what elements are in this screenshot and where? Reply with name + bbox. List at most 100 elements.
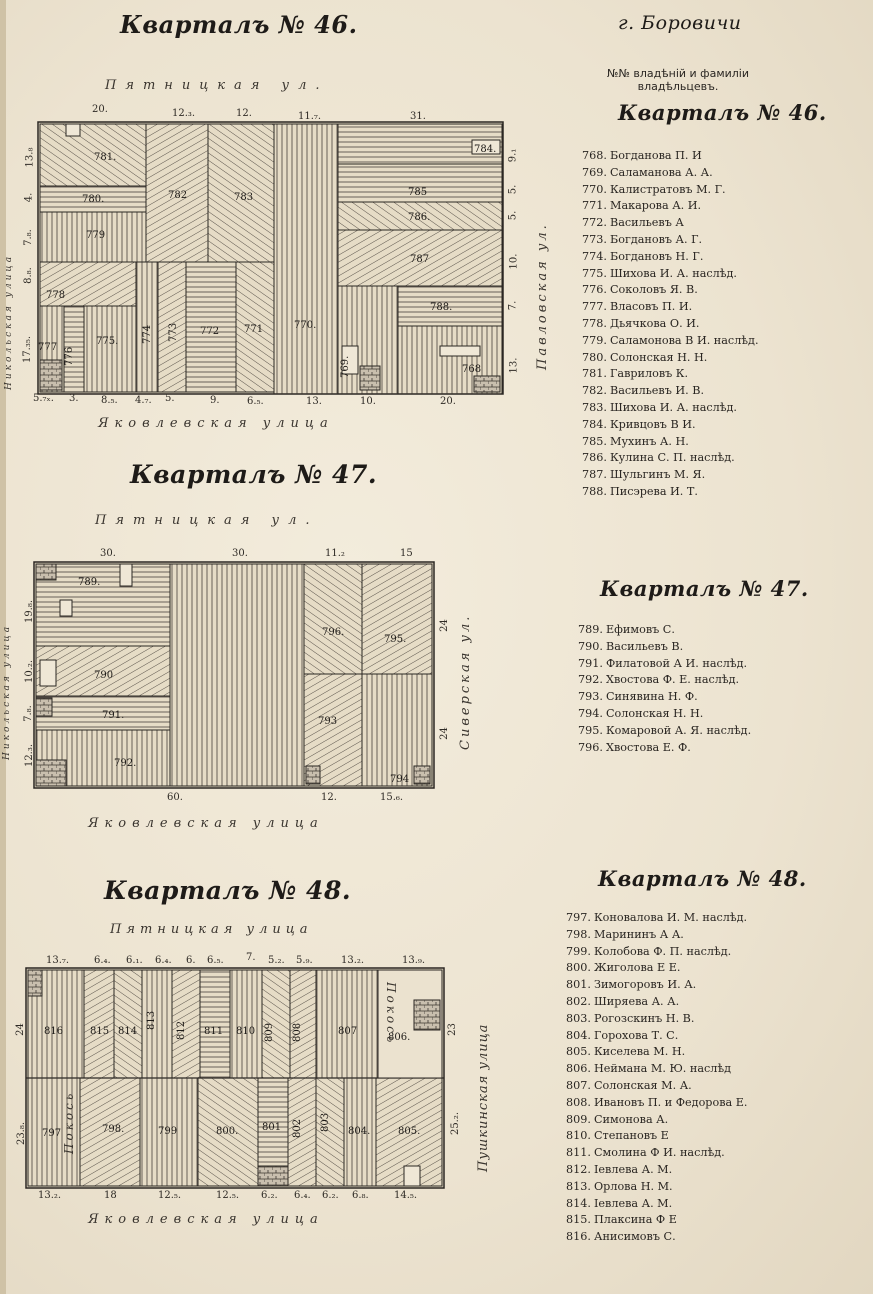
dim-bottom: 8.₅. (101, 395, 118, 406)
building (403, 1165, 421, 1187)
owner-list-item: 798.Марининъ А А. (566, 927, 747, 944)
block-47-street-bottom: Яковлевская улица (88, 816, 324, 831)
owner-list-item: 807.Солонская М. А. (566, 1078, 747, 1095)
owner-name: Кулина С. П. наслѣд. (610, 451, 735, 465)
owner-list-item: 779.Саламонова В И. наслѣд. (582, 333, 759, 350)
owner-list-item: 808.Ивановъ П. и Федорова Е. (566, 1095, 747, 1112)
owner-list-item: 797.Коновалова И. М. наслѣд. (566, 910, 747, 927)
owner-name: Горохова Т. С. (594, 1028, 679, 1042)
parcel-number: 791. (578, 656, 603, 670)
owner-list-item: 805.Киселева М. Н. (566, 1044, 747, 1061)
svg-text:790: 790 (94, 670, 113, 681)
block-48-road-left: Покось (62, 1090, 76, 1154)
dim-bottom: 13. (306, 396, 322, 407)
svg-text:769.: 769. (340, 356, 351, 378)
dim-top: 11.₂ (325, 548, 345, 559)
owner-name: Жиголова Е Е. (594, 961, 681, 975)
parcel-number: 792. (578, 673, 603, 687)
building (27, 969, 43, 997)
owners-list-header: №№ владѣній и фамиліи владѣльцевъ. (607, 67, 749, 93)
svg-text:809: 809 (264, 1023, 275, 1042)
svg-text:808: 808 (292, 1023, 303, 1042)
dim-bottom: 12.₅. (216, 1190, 240, 1201)
dim-bottom: 6.₈. (352, 1190, 369, 1201)
owner-name: Плаксина Ф Е (594, 1213, 677, 1227)
svg-text:770.: 770. (294, 320, 316, 331)
owner-name: Богданова П. И (610, 149, 702, 162)
svg-text:803: 803 (320, 1113, 331, 1132)
svg-text:780.: 780. (82, 194, 104, 205)
parcel-number: 774. (582, 249, 607, 263)
dim-bottom: 9. (210, 395, 220, 406)
dim-bottom: 20. (440, 396, 456, 407)
svg-text:777: 777 (38, 342, 57, 353)
owner-name: Макарова А. И. (610, 199, 702, 213)
parcel-number: 783. (582, 400, 607, 414)
parcel-783 (207, 123, 275, 263)
dim-bottom: 18 (104, 1190, 117, 1201)
svg-text:797: 797 (42, 1128, 61, 1139)
parcel-number: 805. (566, 1045, 591, 1059)
dim-bottom: 10. (360, 396, 376, 407)
svg-text:785: 785 (408, 187, 427, 198)
dim-top: 13.₂. (341, 955, 365, 966)
parcel-775 (83, 305, 137, 393)
block-46-street-bottom: Яковлевская улица (98, 416, 334, 431)
building (65, 123, 81, 137)
dim-bottom: 6.₂. (261, 1190, 278, 1201)
dim-bottom: 5.₇ₓ. (33, 393, 54, 404)
parcel-773 (157, 261, 187, 393)
parcel-number: 806. (566, 1062, 591, 1076)
owner-list-item: 769.Саламанова А. А. (582, 165, 759, 182)
block-47-map-title: Кварталъ № 47. (130, 460, 378, 489)
svg-text:782: 782 (168, 190, 187, 201)
owner-name: Зимогоровъ И. А. (594, 978, 697, 992)
owner-name: Смолина Ф И. наслѣд. (594, 1146, 725, 1160)
parcel-797 (27, 1077, 81, 1187)
svg-text:804.: 804. (348, 1126, 370, 1137)
svg-text:779: 779 (86, 230, 105, 241)
parcel-799 (139, 1077, 199, 1187)
parcel-number: 816. (566, 1230, 591, 1244)
svg-text:811: 811 (204, 1026, 223, 1037)
block-48-list-title: Кварталъ № 48. (598, 866, 807, 891)
building (35, 759, 67, 787)
owner-name: Симонова А. (594, 1112, 669, 1126)
owner-list-item: 809.Симонова А. (566, 1112, 747, 1129)
dim-top: 20. (92, 104, 108, 115)
dim-bottom: 6.₂. (322, 1190, 339, 1201)
parcel-number: 779. (582, 333, 607, 347)
building (439, 345, 481, 357)
building (35, 697, 53, 717)
block-46-owner-list: 768.Богданова П. И 769.Саламанова А. А. 77… (582, 148, 759, 501)
parcel-number: 810. (566, 1129, 591, 1143)
parcel-number: 786. (582, 451, 607, 465)
owner-list-item: 774.Богдановъ Н. Г. (582, 249, 759, 266)
parcel-number: 797. (566, 911, 591, 924)
parcel-number: 798. (566, 927, 591, 941)
owner-name: Солонская М. А. (594, 1078, 692, 1092)
owner-name: Васильевъ А (610, 216, 684, 230)
svg-text:773: 773 (168, 323, 179, 342)
parcel-number: 790. (578, 639, 603, 653)
building (359, 365, 381, 391)
dim-bottom: 4.₇. (135, 395, 152, 406)
owner-name: Писэрева И. Т. (610, 484, 698, 498)
parcel-804 (343, 1077, 377, 1187)
parcel-810 (229, 969, 263, 1079)
svg-text:807: 807 (338, 1026, 357, 1037)
parcel-number: 768. (582, 149, 607, 162)
block-48-map-title: Кварталъ № 48. (104, 876, 352, 905)
owner-list-item: 813.Орлова Н. М. (566, 1179, 747, 1196)
svg-text:771: 771 (244, 324, 263, 335)
building (473, 375, 501, 393)
dim-top: 5.₉. (296, 955, 313, 966)
owner-name: Васильевъ В. (606, 639, 684, 653)
svg-text:802: 802 (292, 1119, 303, 1138)
owner-name: Мухинъ А. Н. (610, 434, 689, 448)
town-name: г. Боровичи (618, 12, 742, 34)
dim-top: 12. (236, 108, 252, 119)
building (39, 659, 57, 687)
dim-bottom: 3. (69, 393, 79, 404)
svg-text:796.: 796. (322, 627, 344, 638)
